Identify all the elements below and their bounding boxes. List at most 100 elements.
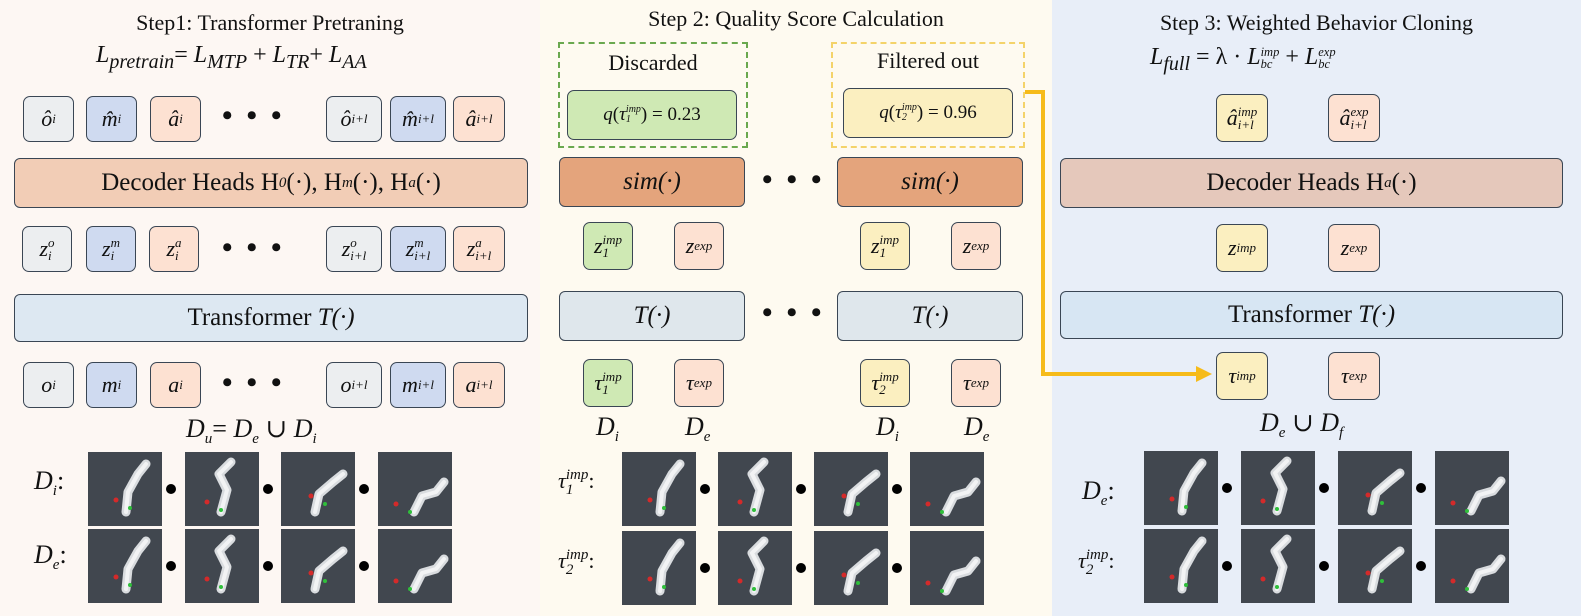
row-label-de: De: <box>34 540 67 574</box>
sequence-dot <box>892 563 902 573</box>
robot-arm-frame <box>1241 451 1315 525</box>
robot-arm-frame <box>814 452 888 526</box>
ellipsis: ••• <box>222 99 296 132</box>
sequence-dot <box>1222 483 1232 493</box>
row-label-de-step3: De: <box>1082 476 1115 510</box>
sequence-dot <box>700 484 710 494</box>
ellipsis: ••• <box>762 163 836 196</box>
step2-title: Step 2: Quality Score Calculation <box>648 6 944 31</box>
robot-arm-frame <box>1144 451 1218 525</box>
robot-arm-frame <box>281 529 355 603</box>
dataset-union-step3: De ∪ Df <box>1260 408 1344 442</box>
sequence-dot <box>700 563 710 573</box>
label-de-right: De <box>964 412 990 446</box>
robot-arm-frame <box>1338 529 1412 603</box>
filtered-dashed-box <box>831 42 1025 148</box>
step3-title: Step 3: Weighted Behavior Cloning <box>1159 10 1474 35</box>
sequence-dot <box>1416 483 1426 493</box>
robot-arm-frame <box>718 531 792 605</box>
label-de-left: De <box>685 412 711 446</box>
sequence-dot <box>263 561 273 571</box>
robot-arm-frame <box>378 452 452 526</box>
robot-arm-frame <box>814 531 888 605</box>
robot-arm-frame <box>1435 451 1509 525</box>
sequence-dot <box>166 561 176 571</box>
pred-token-m-il: m̂i+l <box>390 96 446 142</box>
transformer-bar-left: T(·) <box>559 291 745 341</box>
sequence-dot <box>1416 561 1426 571</box>
robot-arm-frame <box>622 452 696 526</box>
step1-loss-formula: Lpretrain= LMTP + LTR+ LAA <box>96 42 367 73</box>
robot-arm-frame <box>88 529 162 603</box>
panel-step1: Step1: Transformer Pretraning Lpretrain=… <box>0 0 540 616</box>
filtered-out-label: Filtered out <box>876 48 980 73</box>
transformer-bar: Transformer T(·) <box>14 294 528 342</box>
sequence-dot <box>892 484 902 494</box>
robot-arm-frame <box>378 529 452 603</box>
ellipsis: ••• <box>762 296 836 329</box>
robot-arm-frame <box>281 452 355 526</box>
dataset-union-formula: Du= De ∪ Di <box>186 414 317 448</box>
step1-title: Step1: Transformer Pretraning <box>136 10 404 35</box>
robot-arm-frame <box>1144 529 1218 603</box>
row-label-di: Di: <box>34 466 65 500</box>
sim-bar-right: sim(·) <box>837 157 1023 207</box>
robot-arm-frame <box>622 531 696 605</box>
robot-arm-frame <box>910 452 984 526</box>
sequence-dot <box>1222 561 1232 571</box>
pred-token-m-i: m̂i <box>86 96 137 142</box>
robot-arm-frame <box>185 452 259 526</box>
sequence-dot <box>263 484 273 494</box>
discarded-label: Discarded <box>608 50 698 75</box>
sequence-dot <box>359 561 369 571</box>
robot-arm-frame <box>1338 451 1412 525</box>
discarded-dashed-box <box>558 42 748 148</box>
sequence-dot <box>359 484 369 494</box>
robot-arm-frame <box>1435 529 1509 603</box>
sequence-dot <box>1319 483 1329 493</box>
transformer-bar-step3: Transformer T(·) <box>1060 291 1563 339</box>
sequence-dot <box>1319 561 1329 571</box>
sequence-dot <box>796 484 806 494</box>
label-di-left: Di <box>596 412 619 446</box>
ellipsis: ••• <box>222 366 296 399</box>
robot-arm-frame <box>718 452 792 526</box>
label-di-right: Di <box>876 412 899 446</box>
sequence-dot <box>166 484 176 494</box>
